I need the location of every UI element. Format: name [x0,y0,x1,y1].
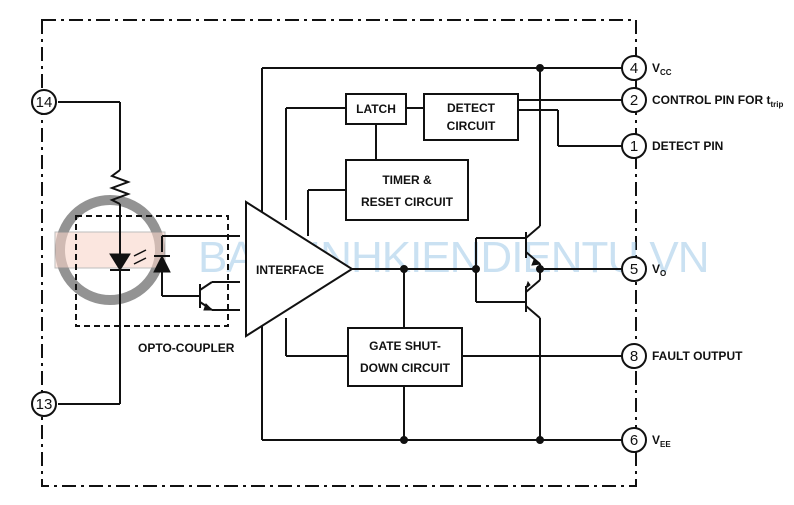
pin-5: 5 VO [621,256,666,282]
svg-text:8: 8 [630,348,638,365]
detect-label-2: CIRCUIT [447,119,496,133]
gate-label-2: DOWN CIRCUIT [360,361,451,375]
svg-text:2: 2 [630,92,638,109]
svg-text:CONTROL PIN FOR ttrip: CONTROL PIN FOR ttrip [652,93,783,109]
opto-coupler-box [75,215,229,327]
svg-text:DETECT PIN: DETECT PIN [652,139,723,153]
detect-circuit-box [423,93,519,141]
gate-label-1: GATE SHUT- [369,339,441,353]
svg-text:1: 1 [630,138,638,155]
pin-4: 4 VCC [621,55,672,81]
svg-text:VCC: VCC [652,61,672,77]
gate-shutdown-box [347,327,463,387]
interface-amplifier [245,200,354,338]
svg-text:VEE: VEE [652,433,671,449]
svg-text:FAULT OUTPUT: FAULT OUTPUT [652,349,743,363]
timer-label-2: RESET CIRCUIT [361,195,454,209]
svg-text:6: 6 [630,432,638,449]
pin-8: 8 FAULT OUTPUT [621,343,743,369]
pin-14: 14 [31,89,57,115]
timer-reset-box [345,159,469,221]
pin-13: 13 [31,391,57,417]
package-outline [41,19,637,487]
pin-6: 6 VEE [621,427,671,453]
interface-label: INTERFACE [256,263,324,277]
led-icon [109,253,131,271]
latch-box [345,93,407,125]
svg-text:VO: VO [652,262,666,278]
svg-text:5: 5 [630,261,638,278]
resistor [109,169,131,205]
latch-label: LATCH [356,102,396,116]
opto-coupler-label: OPTO-COUPLER [138,341,235,355]
svg-text:14: 14 [36,94,53,111]
detect-label-1: DETECT [447,101,496,115]
svg-text:13: 13 [36,396,53,413]
pin-2: 2 CONTROL PIN FOR ttrip [621,87,783,113]
timer-label-1: TIMER & [382,173,432,187]
pin-1: 1 DETECT PIN [621,133,723,159]
svg-text:4: 4 [630,60,638,77]
